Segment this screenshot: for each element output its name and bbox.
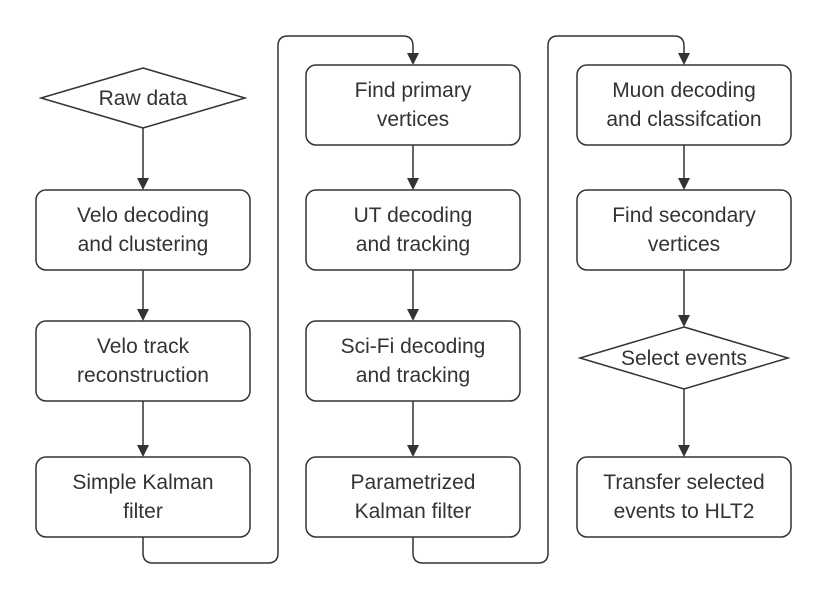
muon-decoding-box [576,64,792,146]
select-events-decision-shape [577,326,791,390]
velo-decoding-box [35,189,251,271]
param-kalman-box [305,456,521,538]
transfer-box [576,456,792,538]
simple-kalman-box [35,456,251,538]
arrow-kalman-to-find-pv [142,35,419,564]
arrow-param-kalman-to-muon [412,35,690,564]
velo-track-box [35,320,251,402]
ut-decoding-box [305,189,521,271]
find-sv-box [576,189,792,271]
find-pv-box [305,64,521,146]
raw-data-decision-shape [38,67,248,129]
scifi-decoding-box [305,320,521,402]
